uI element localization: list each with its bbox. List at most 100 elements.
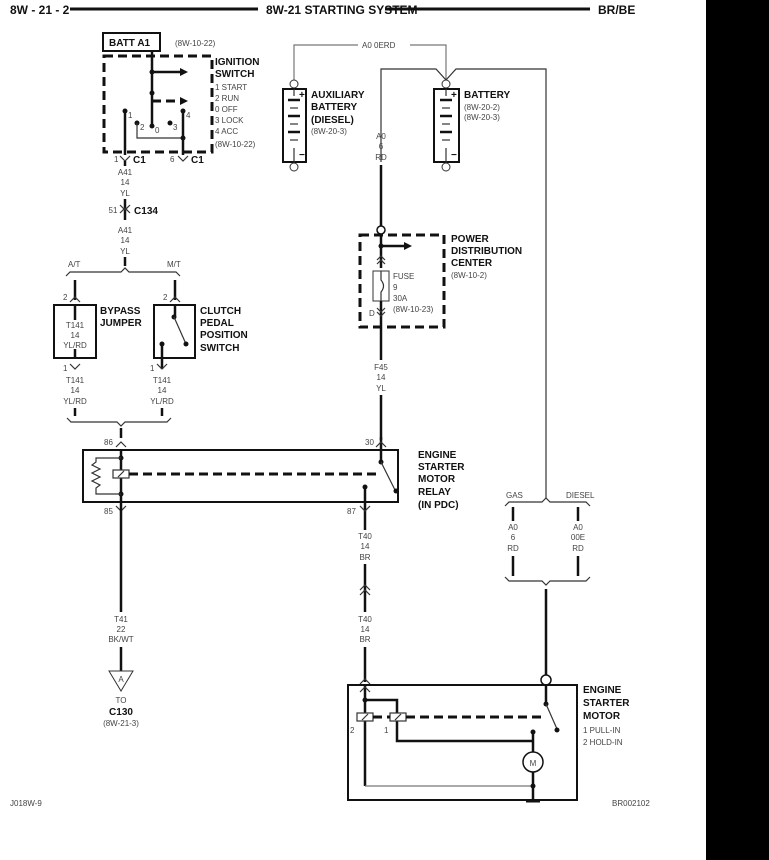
position-label: 0 OFF <box>215 105 238 114</box>
pin-label: 1 <box>150 364 155 373</box>
engine-starter-motor: 2 1 M ENGINE STARTER MOTOR 1 PULL-IN 2 H… <box>347 674 630 803</box>
starter-legend: 1 PULL-IN <box>583 726 621 735</box>
position-label: 4 ACC <box>215 127 238 136</box>
position-label: 1 START <box>215 83 247 92</box>
connector-label: C1 <box>191 155 204 166</box>
ignition-title: SWITCH <box>215 69 254 80</box>
contact-label: 4 <box>186 111 191 120</box>
ignition-ref: (8W-10-22) <box>215 140 256 149</box>
clutch-title: CLUTCH <box>200 306 241 317</box>
connector-c130-link[interactable]: C130 <box>109 707 133 718</box>
starter-legend: 2 HOLD-IN <box>583 738 623 747</box>
wire-a41: A41 14 YL 51 C134 A41 14 YL <box>109 161 158 266</box>
motor-label: M <box>530 759 537 768</box>
pdc-title: CENTER <box>451 258 493 269</box>
aux-battery-title: BATTERY <box>311 102 357 113</box>
bypass-title: BYPASS <box>100 306 141 317</box>
clutch-title: PEDAL <box>200 318 234 329</box>
model-code: BR/BE <box>598 3 635 17</box>
wire-label: 00E <box>571 533 585 542</box>
wire-t40: T40 14 BR T40 14 BR <box>358 532 372 685</box>
pin-label: 6 <box>170 155 175 164</box>
wire-label: T41 <box>114 615 128 624</box>
auxiliary-battery: A0 0ERD +− AUXILIARY BATTERY (DIESEL) (8… <box>282 41 447 172</box>
battery-ref: (8W-20-3) <box>464 113 500 122</box>
relay-title: ENGINE <box>418 450 457 461</box>
wire-label: 6 <box>511 533 516 542</box>
connector-c134: C134 <box>134 206 158 217</box>
ignition-switch-boundary <box>102 54 214 154</box>
branch-gas-diesel: GAS DIESEL A0 6 RD A0 00E RD <box>504 491 595 675</box>
batt-a1-box <box>102 32 161 52</box>
wire-label: RD <box>572 544 584 553</box>
coil-label: 1 <box>384 726 389 735</box>
battery-title: BATTERY <box>464 90 510 101</box>
figure-id-left: J018W-9 <box>10 799 42 808</box>
cavity-label: D <box>369 309 375 318</box>
pin-label: 1 <box>63 364 68 373</box>
wire-label: 14 <box>121 236 130 245</box>
svg-text:+: + <box>451 90 457 101</box>
branch-label: M/T <box>167 260 181 269</box>
fuse-rating: 30A <box>393 294 408 303</box>
pdc-title: POWER <box>451 234 490 245</box>
wire-t141: T141 14 YL/RD T141 14 YL/RD <box>63 376 174 438</box>
wire-label: T40 <box>358 615 372 624</box>
pin-label: 2 <box>163 293 168 302</box>
wire-label: 14 <box>361 542 370 551</box>
to-label[interactable]: TO <box>116 696 127 705</box>
pin-label: 30 <box>365 438 374 447</box>
branch-at-mt: A/T M/T <box>65 260 181 303</box>
starter-title: STARTER <box>583 698 630 709</box>
wire-label: 14 <box>158 386 167 395</box>
wire-label: A41 <box>118 226 133 235</box>
pin-label: 85 <box>104 507 113 516</box>
wire-label: 22 <box>117 625 126 634</box>
wire-label: RD <box>375 153 387 162</box>
svg-text:−: − <box>451 150 457 161</box>
pin-label: 86 <box>104 438 113 447</box>
wire-label: 6 <box>379 142 384 151</box>
pdc-title: DISTRIBUTION <box>451 246 522 257</box>
fuse-ref: (8W-10-23) <box>393 305 434 314</box>
pin-label: 2 <box>63 293 68 302</box>
branch-label: A/T <box>68 260 81 269</box>
fuse-number: 9 <box>393 283 398 292</box>
wire-label: YL/RD <box>63 397 87 406</box>
svg-text:−: − <box>299 150 305 161</box>
pin-label: 51 <box>109 206 118 215</box>
page-title: 8W-21 STARTING SYSTEM <box>266 3 418 17</box>
clutch-pedal-position-switch: 2 CLUTCH PEDAL POSITION SWITCH 1 <box>150 293 248 373</box>
pin-label: 1 <box>114 155 119 164</box>
connector-label: C1 <box>133 155 146 166</box>
wire-label: T141 <box>66 376 85 385</box>
ignition-title: IGNITION <box>215 57 259 68</box>
wire-label: 14 <box>121 178 130 187</box>
wire-label: YL/RD <box>150 397 174 406</box>
wire-label: A0 <box>376 132 386 141</box>
engine-starter-motor-relay: 86 30 85 87 ENGINE STARTER MOTOR RELAY (… <box>82 437 465 530</box>
coil-label: 2 <box>350 726 355 735</box>
clutch-title: SWITCH <box>200 343 239 354</box>
connector-a-triangle-icon <box>108 670 134 692</box>
batt-a1-ref: (8W-10-22) <box>175 39 216 48</box>
contact-label: 1 <box>128 111 133 120</box>
aux-battery-ref: (8W-20-3) <box>311 127 347 136</box>
wire-label: YL/RD <box>63 341 87 350</box>
relay-title: MOTOR <box>418 474 456 485</box>
black-margin-band <box>706 0 769 860</box>
arrow-icon <box>404 242 412 250</box>
pdc-ref: (8W-10-2) <box>451 271 487 280</box>
arrow-icon <box>180 68 188 76</box>
fuse-label: FUSE <box>393 272 414 281</box>
starter-title: MOTOR <box>583 711 621 722</box>
wire-label: A41 <box>118 168 133 177</box>
connector-ref: (8W-21-3) <box>103 719 139 728</box>
wire-label: YL <box>120 247 130 256</box>
wire-label: BK/WT <box>108 635 133 644</box>
position-label: 2 RUN <box>215 94 239 103</box>
battery: +− BATTERY (8W-20-2) (8W-20-3) <box>380 68 547 498</box>
relay-title: STARTER <box>418 462 465 473</box>
wire-label: T40 <box>358 532 372 541</box>
